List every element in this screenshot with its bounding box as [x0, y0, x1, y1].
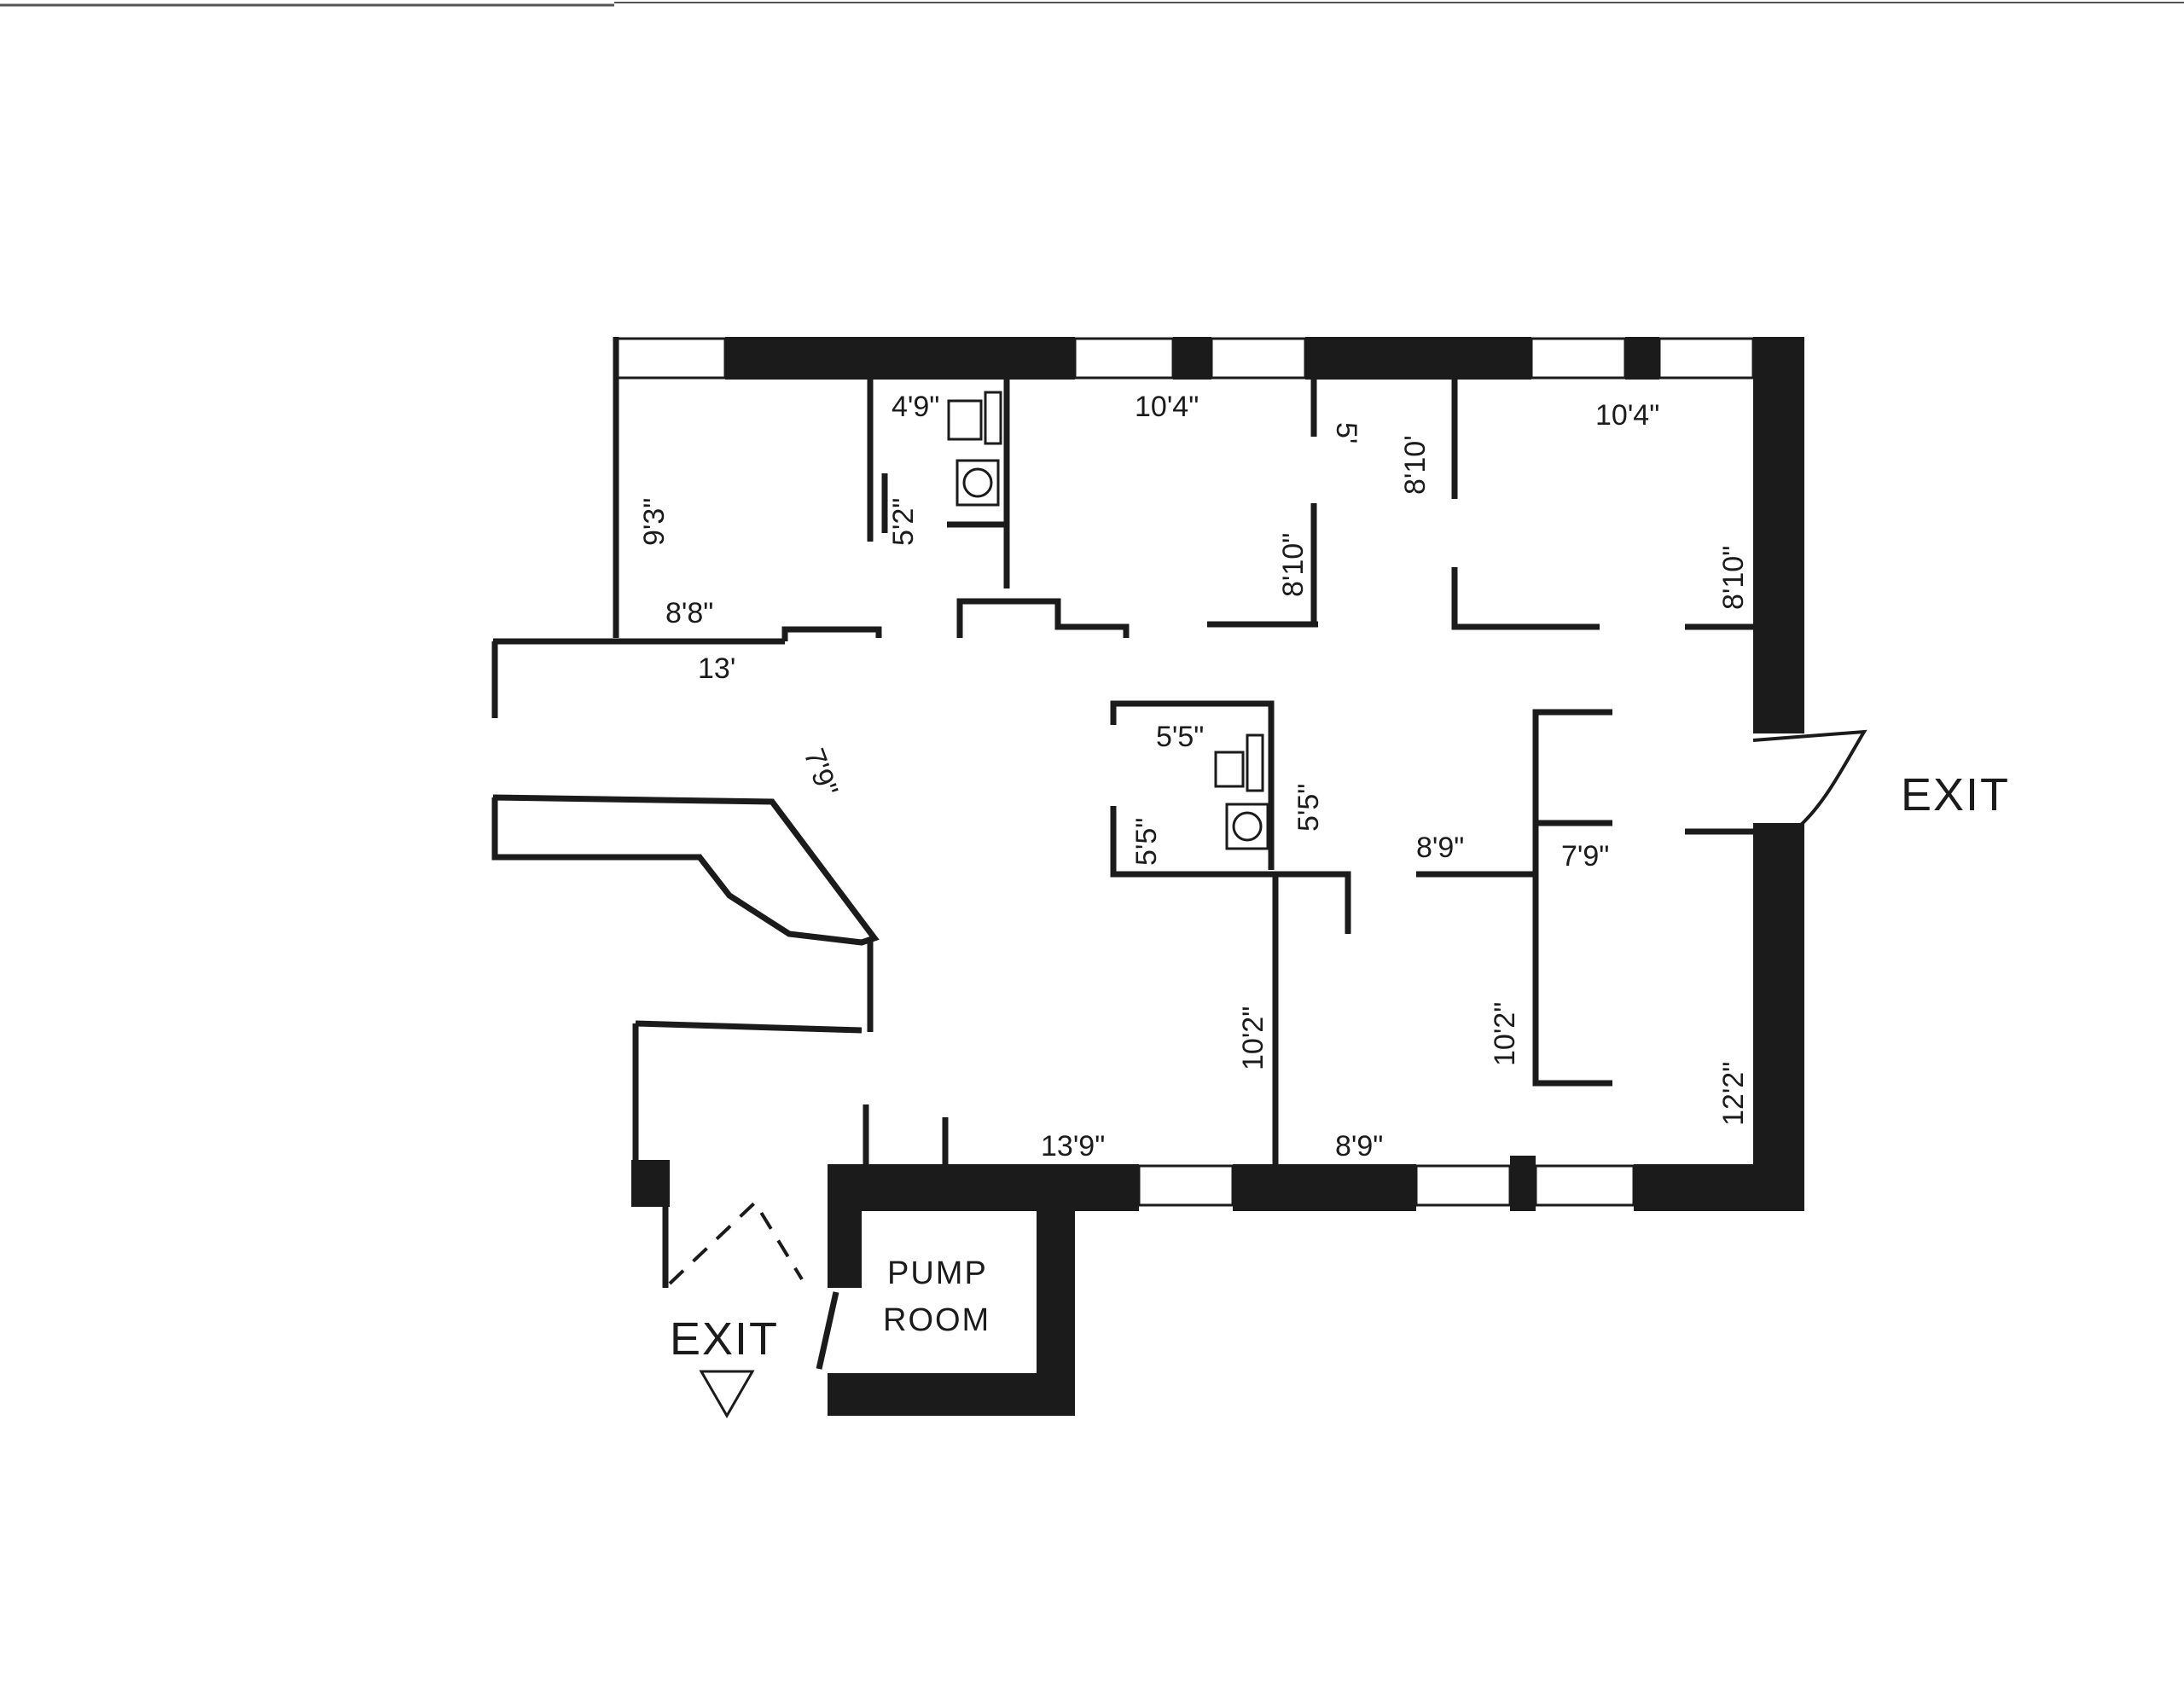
window-top-1: [613, 337, 727, 380]
exterior-wall-top-3: [1305, 337, 1531, 380]
sink-bath1: [947, 399, 983, 441]
dim-room1-height: 9'3": [638, 498, 671, 546]
toilet-bowl-bath2: [1232, 811, 1263, 842]
exterior-wall-bottom-3: [1510, 1156, 1536, 1211]
toilet-tank-bath2: [1246, 733, 1264, 792]
toilet-tank-bath1: [984, 391, 1002, 445]
dim-bath1-height: 5'2": [887, 498, 920, 546]
exterior-wall-top-2: [1173, 337, 1211, 380]
window-bottom-3: [1534, 1164, 1635, 1207]
exit-label-bottom: EXIT: [670, 1313, 779, 1365]
pump-room-door: [816, 1291, 839, 1370]
exterior-wall-right-upper: [1753, 337, 1804, 733]
exit-marker-icon: [699, 1370, 755, 1419]
dim-closet-height: 8'10': [1399, 435, 1432, 495]
wall-room1-bottom-step: [781, 626, 882, 641]
lobby-counter: [491, 794, 880, 946]
dim-room6-top: 7'9": [1561, 840, 1609, 872]
wall-room3-left: [1451, 567, 1600, 630]
dim-bath1-width: 4'9": [892, 391, 939, 423]
exterior-wall-top-1: [725, 337, 1075, 380]
wall-lobby-lower: [635, 1020, 863, 1034]
dim-closet-width: 5': [1330, 422, 1362, 443]
exterior-wall-right-lower: [1753, 823, 1804, 1211]
pump-room-wall-top: [828, 1164, 1075, 1211]
exterior-wall-top-4: [1625, 337, 1659, 380]
dim-room3-height: 8'10": [1717, 546, 1750, 610]
dim-counter-length: 7'9": [797, 745, 844, 801]
dim-room5-top: 8'9": [1416, 832, 1464, 864]
dim-room4-height: 10'2": [1237, 1006, 1269, 1070]
exterior-wall-bottom-4: [1634, 1164, 1804, 1211]
window-top-2: [1073, 337, 1175, 380]
exit-label-right: EXIT: [1901, 769, 2010, 820]
window-top-3: [1210, 337, 1307, 380]
exit-path-dashed: [668, 1199, 804, 1285]
window-top-4: [1530, 337, 1627, 380]
dim-room2-width: 10'4": [1135, 391, 1199, 423]
sink-bath2: [1214, 751, 1245, 788]
window-top-5: [1658, 337, 1755, 380]
dim-bath2-width: 5'5": [1156, 721, 1204, 753]
dim-room5-width: 8'9": [1335, 1130, 1383, 1162]
wall-room6-top: [1532, 709, 1612, 1087]
window-bottom-2: [1414, 1164, 1512, 1207]
dim-bath2-height-left: 5'5": [1130, 818, 1163, 866]
dim-room4-width: 13'9": [1041, 1130, 1105, 1162]
dim-room6-height: 10'2": [1489, 1002, 1521, 1066]
dim-room3-width: 10'4": [1595, 399, 1659, 432]
dim-room7-height: 12'2": [1717, 1062, 1750, 1126]
pump-room-wall-left: [828, 1164, 862, 1288]
dim-room1-width: 8'8": [665, 597, 713, 629]
pump-room-wall-bottom: [828, 1373, 1075, 1416]
dim-lobby-width: 13': [698, 652, 735, 685]
pump-room-label-1: PUMP: [887, 1255, 988, 1291]
wall-bath2-top: [1110, 700, 1275, 870]
window-bottom-1: [1137, 1164, 1234, 1207]
dim-bath2-height-right: 5'5": [1292, 784, 1325, 832]
dim-room2-height: 8'10": [1277, 533, 1310, 597]
pump-room-label-2: ROOM: [883, 1302, 990, 1338]
toilet-bowl-bath1: [962, 467, 993, 498]
exterior-wall-bottom-2: [1233, 1164, 1416, 1211]
exit-door-swing-right: [1752, 729, 1867, 827]
wall-bath2-left: [1110, 806, 1351, 934]
wall-bath1-door-frame: [956, 598, 1130, 638]
